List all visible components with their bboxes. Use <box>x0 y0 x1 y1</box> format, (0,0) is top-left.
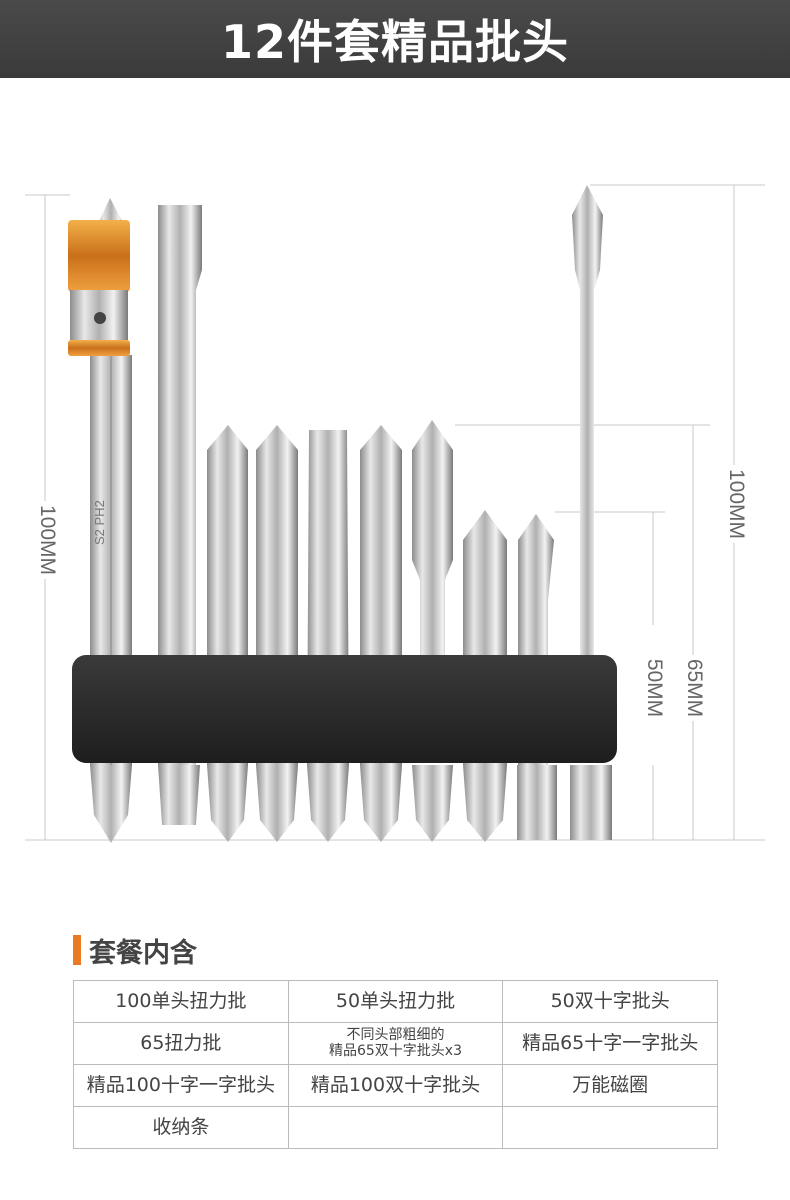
package-contents-title: 套餐内含 <box>89 937 197 969</box>
bit-100-slotted <box>158 205 202 825</box>
table-cell: 65扭力批 <box>73 1022 289 1065</box>
package-contents-heading: 套餐内含 <box>73 933 197 969</box>
title-banner: 12件套精品批头 <box>0 0 790 78</box>
table-cell: 精品100十字一字批头 <box>73 1064 289 1107</box>
table-row: 收纳条 <box>73 1106 718 1149</box>
storage-strip <box>72 655 617 763</box>
table-row: 精品100十字一字批头 精品100双十字批头 万能磁圈 <box>73 1064 718 1107</box>
package-contents-table: 100单头扭力批 50单头扭力批 50双十字批头 65扭力批 不同头部粗细的 精… <box>73 980 718 1149</box>
table-row: 100单头扭力批 50单头扭力批 50双十字批头 <box>73 980 718 1023</box>
table-cell: 精品100双十字批头 <box>287 1064 504 1107</box>
dim-label-right-100mm: 100MM <box>724 464 749 544</box>
table-cell: 不同头部粗细的 精品65双十字批头x3 <box>287 1022 504 1065</box>
table-cell: 收纳条 <box>73 1106 289 1149</box>
table-row: 65扭力批 不同头部粗细的 精品65双十字批头x3 精品65十字一字批头 <box>73 1022 718 1065</box>
table-cell: 50双十字批头 <box>502 980 718 1023</box>
product-image: S2 PH2 <box>25 184 765 843</box>
table-cell: 50单头扭力批 <box>287 980 504 1023</box>
table-cell <box>287 1106 504 1149</box>
table-cell: 万能磁圈 <box>502 1064 718 1107</box>
accent-bar <box>73 935 81 965</box>
page-title: 12件套精品批头 <box>220 15 569 69</box>
table-cell: 精品65十字一字批头 <box>502 1022 718 1065</box>
dim-label-50mm: 50MM <box>642 654 667 722</box>
bits-65 <box>207 420 453 842</box>
table-cell: 100单头扭力批 <box>73 980 289 1023</box>
dim-label-65mm: 65MM <box>682 654 707 722</box>
dim-label-left-100mm: 100MM <box>35 500 60 580</box>
table-cell <box>502 1106 718 1149</box>
bit-marking: S2 PH2 <box>92 500 107 545</box>
bit-100-long-thin <box>570 185 612 840</box>
